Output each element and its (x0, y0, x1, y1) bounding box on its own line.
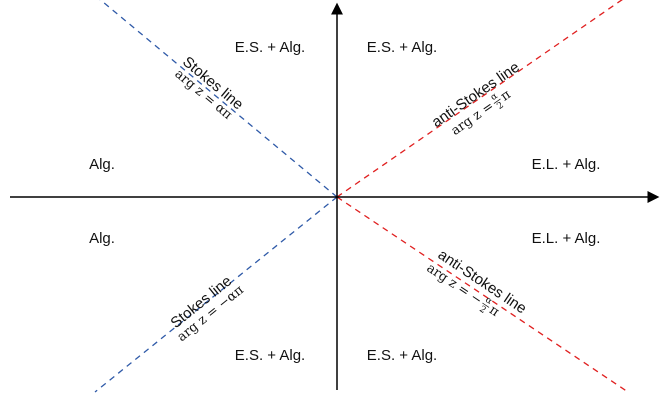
region-label-left-upper: Alg. (89, 156, 115, 173)
anti-stokes-lower-label: anti-Stokes line arg z = − α 2 π (424, 246, 530, 320)
region-label-upper-left: E.S. + Alg. (235, 39, 305, 56)
region-label-upper-right: E.S. + Alg. (367, 39, 437, 56)
region-label-right-lower: E.L. + Alg. (532, 230, 601, 247)
anti-stokes-upper-frac-num: α (489, 91, 500, 103)
stokes-line-lower (94, 196, 338, 393)
anti-stokes-line-upper (336, 0, 623, 198)
region-label-right-upper: E.L. + Alg. (532, 156, 601, 173)
anti-stokes-upper-frac-den: 2 (495, 100, 505, 111)
stokes-line-upper (99, 0, 338, 198)
anti-stokes-lower-frac-bar (482, 302, 490, 308)
region-label-left-lower: Alg. (89, 230, 115, 247)
anti-stokes-lower-frac-num: α (483, 295, 494, 307)
anti-stokes-upper-frac-bar (493, 98, 501, 104)
stokes-lower-label: Stokes line arg z = −απ (167, 273, 247, 345)
stokes-upper-label: Stokes line arg z = απ (172, 53, 247, 123)
anti-stokes-upper-label: anti-Stokes line arg z = α 2 π (429, 59, 523, 139)
region-label-lower-left: E.S. + Alg. (235, 347, 305, 364)
anti-stokes-line-lower (336, 196, 629, 393)
region-label-lower-right: E.S. + Alg. (367, 347, 437, 364)
anti-stokes-lower-frac-den: 2 (477, 304, 487, 315)
